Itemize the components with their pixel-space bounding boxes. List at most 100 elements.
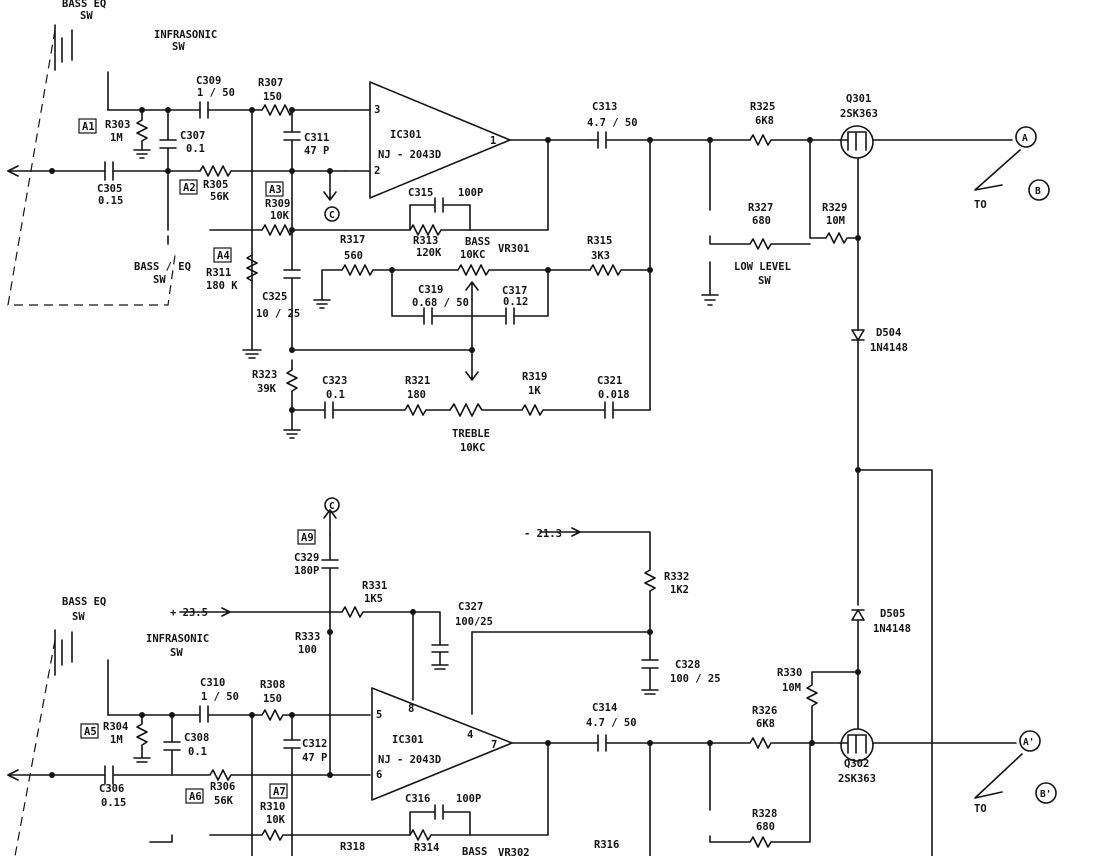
pin-4: 4 (467, 729, 473, 741)
c306-name: C306 (99, 783, 124, 795)
r310-value: 10K (266, 814, 286, 826)
ic301-part: NJ - 2043D (378, 149, 441, 161)
q302-part: 2SK363 (838, 773, 876, 785)
d505-name: D505 (880, 608, 905, 620)
d504-name: D504 (876, 327, 901, 339)
d504-part: 1N4148 (870, 342, 908, 354)
treble-label: TREBLE (452, 428, 490, 440)
bass-label: BASS (465, 236, 490, 248)
r332-name: R332 (664, 571, 689, 583)
r309-name: R309 (265, 198, 290, 210)
junction-dots (49, 107, 861, 778)
low-level-sw-label-2: SW (758, 275, 771, 287)
node-label-boxes (78, 118, 340, 804)
r326-name: R326 (752, 705, 777, 717)
c306-value: 0.15 (101, 797, 126, 809)
r333-name: R333 (295, 631, 320, 643)
c308-name: C308 (184, 732, 209, 744)
bass-eq-sw-label-2: SW (80, 10, 93, 22)
d505-part: 1N4148 (873, 623, 911, 635)
c321-name: C321 (597, 375, 622, 387)
r304-name: R304 (103, 721, 128, 733)
q301-name: Q301 (846, 93, 871, 105)
c325-value: 10 / 25 (256, 308, 300, 320)
c328-value: 100 / 25 (670, 673, 721, 685)
r318-name: R318 (340, 841, 365, 853)
node-b-prime-marker: B' (1040, 789, 1051, 800)
ic301-lower-name: IC301 (392, 734, 424, 746)
c317-value: 0.12 (503, 296, 528, 308)
infrasonic-label: INFRASONIC (154, 29, 217, 41)
r309-value: 10K (270, 210, 290, 222)
c316-name: C316 (405, 793, 430, 805)
c321-value: 0.018 (598, 389, 630, 401)
c327-value: 100/25 (455, 616, 493, 628)
infrasonic-label-2: SW (172, 41, 185, 53)
c312-value: 47 P (302, 752, 327, 764)
ic301-name: IC301 (390, 129, 422, 141)
node-a-prime-marker: A' (1023, 737, 1034, 748)
bass-eq-sw-lower-label-2: SW (153, 274, 166, 286)
c319-name: C319 (418, 284, 443, 296)
r319-value: 1K (528, 385, 541, 397)
bottom-channel-labels: C A9 C329 180P - 21.3 R332 1K2 + 23.5 R3… (62, 501, 1051, 856)
pin-8: 8 (408, 703, 414, 715)
c309-value: 1 / 50 (197, 87, 235, 99)
r308-value: 150 (263, 693, 282, 705)
c314-value: 4.7 / 50 (586, 717, 637, 729)
r305-name: R305 (203, 179, 228, 191)
to-label: TO (974, 199, 987, 211)
node-c-marker: C (329, 210, 335, 221)
r326-value: 6K8 (756, 718, 775, 730)
r331-value: 1K5 (364, 593, 383, 605)
pin-3: 3 (374, 104, 380, 116)
pin-2: 2 (374, 165, 380, 177)
r313-name: R313 (413, 235, 438, 247)
a4-label: A4 (217, 250, 230, 262)
r319-name: R319 (522, 371, 547, 383)
r308-name: R308 (260, 679, 285, 691)
r311-value: 180 K (206, 280, 238, 292)
c305-value: 0.15 (98, 195, 123, 207)
c329-value: 180P (294, 565, 319, 577)
a7-label: A7 (273, 786, 286, 798)
r327-name: R327 (748, 202, 773, 214)
r323-name: R323 (252, 369, 277, 381)
bass-eq-sw-label-lower-2: SW (72, 611, 85, 623)
r306-name: R306 (210, 781, 235, 793)
q301-part: 2SK363 (840, 108, 878, 120)
c315-value: 100P (458, 187, 483, 199)
c316-value: 100P (456, 793, 481, 805)
c312-name: C312 (302, 738, 327, 750)
c307-name: C307 (180, 130, 205, 142)
a2-label: A2 (183, 182, 196, 194)
pin-6: 6 (376, 769, 382, 781)
c309-name: C309 (196, 75, 221, 87)
c314-name: C314 (592, 702, 617, 714)
c308-value: 0.1 (188, 746, 207, 758)
q302-name: Q302 (844, 758, 869, 770)
top-channel-wiring (7, 24, 1050, 856)
r329-value: 10M (826, 215, 845, 227)
c305-name: C305 (97, 183, 122, 195)
r317-name: R317 (340, 234, 365, 246)
a3-label: A3 (269, 184, 282, 196)
r325-name: R325 (750, 101, 775, 113)
r315-value: 3K3 (591, 250, 610, 262)
bass-eq-sw-lower-label: BASS / EQ (134, 261, 191, 273)
c327-name: C327 (458, 601, 483, 613)
r328-name: R328 (752, 808, 777, 820)
treble-value: 10KC (460, 442, 485, 454)
node-c-marker-lower: C (329, 501, 335, 512)
c311-value: 47 P (304, 145, 329, 157)
r330-name: R330 (777, 667, 802, 679)
c307-value: 0.1 (186, 143, 205, 155)
c325-name: C325 (262, 291, 287, 303)
r316-name: R316 (594, 839, 619, 851)
c311-name: C311 (304, 132, 329, 144)
c310-name: C310 (200, 677, 225, 689)
ic301-lower-part: NJ - 2043D (378, 754, 441, 766)
r305-value: 56K (210, 191, 230, 203)
node-a-marker: A (1022, 133, 1028, 144)
